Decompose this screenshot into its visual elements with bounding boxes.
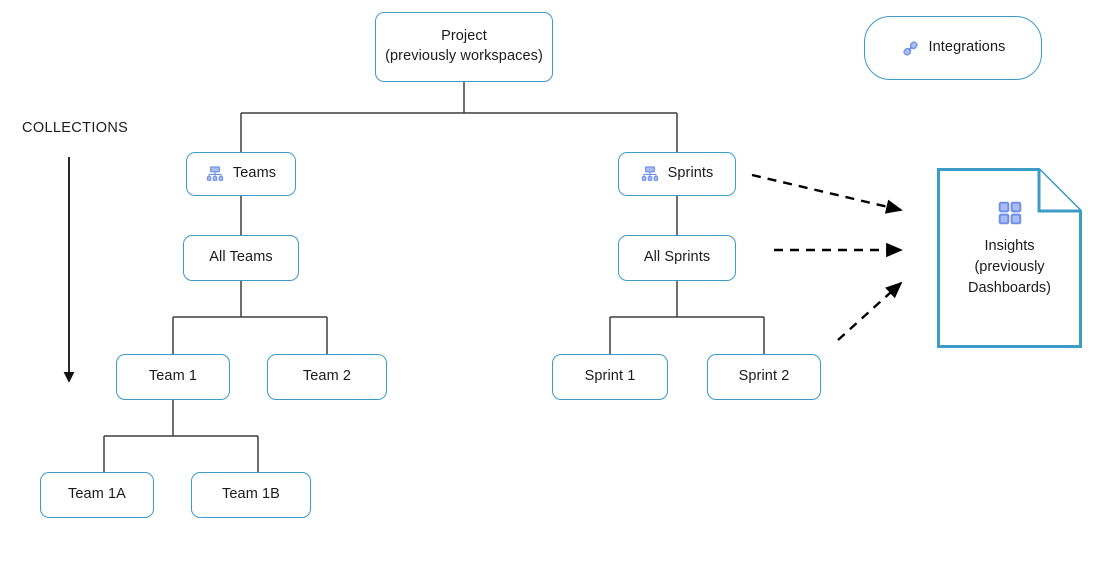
edge-project-children <box>240 82 678 152</box>
node-integrations-label: Integrations <box>928 39 1006 56</box>
node-all-sprints[interactable]: All Sprints <box>618 235 736 281</box>
link-chain-icon <box>901 39 920 58</box>
dashboard-grid-icon <box>997 200 1023 226</box>
node-team-1[interactable]: Team 1 <box>116 354 230 400</box>
node-sprint-1[interactable]: Sprint 1 <box>552 354 668 400</box>
org-chart-icon <box>641 165 659 183</box>
edge-allteams-children <box>172 281 328 354</box>
node-insights[interactable]: Insights (previously Dashboards) <box>937 168 1082 348</box>
node-team-1b[interactable]: Team 1B <box>191 472 311 518</box>
node-integrations[interactable]: Integrations <box>864 16 1042 80</box>
edge-sprints-insights <box>751 173 903 214</box>
node-team-2[interactable]: Team 2 <box>267 354 387 400</box>
node-team-2-label: Team 2 <box>302 368 352 385</box>
node-sprint-2-label: Sprint 2 <box>738 368 790 385</box>
node-team-1b-label: Team 1B <box>222 486 280 503</box>
node-project[interactable]: Project (previously workspaces) <box>375 12 553 82</box>
node-all-sprints-label: All Sprints <box>643 249 711 266</box>
node-all-teams-label: All Teams <box>209 249 273 266</box>
node-team-1a[interactable]: Team 1A <box>40 472 154 518</box>
node-team-1a-label: Team 1A <box>68 486 126 503</box>
org-chart-icon <box>206 165 224 183</box>
node-teams-label: Teams <box>232 165 277 182</box>
node-sprints-label: Sprints <box>667 165 714 182</box>
edge-allsprints-children <box>609 281 765 354</box>
node-all-teams[interactable]: All Teams <box>183 235 299 281</box>
collections-label: COLLECTIONS <box>22 120 129 136</box>
node-team-1-label: Team 1 <box>148 368 198 385</box>
edge-sprint2-insights <box>837 281 903 341</box>
node-sprint-1-label: Sprint 1 <box>584 368 636 385</box>
node-sprint-2[interactable]: Sprint 2 <box>707 354 821 400</box>
node-insights-label: Insights (previously Dashboards) <box>967 238 1051 297</box>
node-sprints[interactable]: Sprints <box>618 152 736 196</box>
insights-doc-shape <box>937 168 1082 348</box>
node-teams[interactable]: Teams <box>186 152 296 196</box>
edge-team1-children <box>103 400 259 472</box>
node-project-label: Project (previously workspaces) <box>385 28 543 64</box>
